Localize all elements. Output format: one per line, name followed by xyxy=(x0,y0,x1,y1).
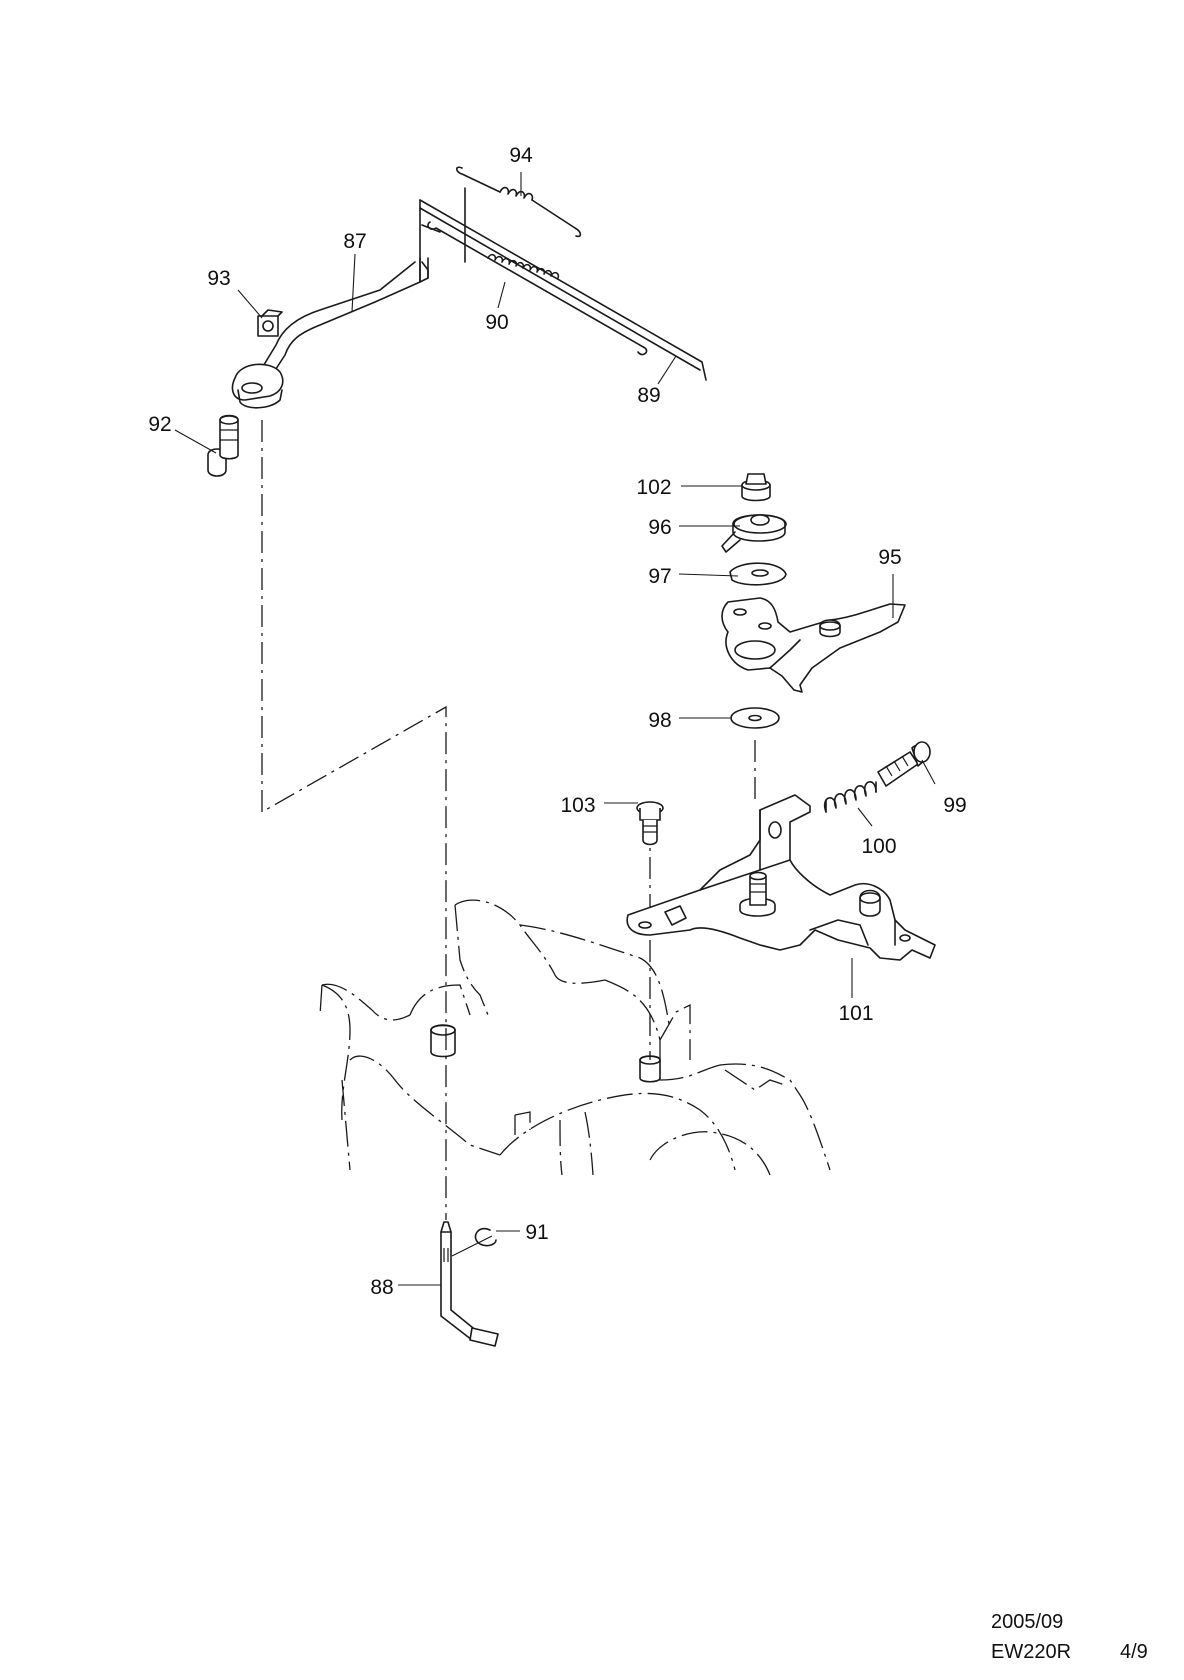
part-95-lever xyxy=(721,597,906,693)
part-92-pin xyxy=(207,414,239,477)
part-102-nut xyxy=(741,473,771,502)
callout-88: 88 xyxy=(370,1276,393,1299)
part-93-clip xyxy=(257,309,283,337)
part-94-spring xyxy=(455,166,582,238)
callout-103: 103 xyxy=(560,794,595,817)
callout-101: 101 xyxy=(838,1002,873,1025)
callout-leaders xyxy=(174,172,936,1286)
part-87-lever xyxy=(231,257,429,409)
part-91-clip xyxy=(474,1227,497,1247)
callout-102: 102 xyxy=(636,476,671,499)
callout-98: 98 xyxy=(648,709,671,732)
callout-91: 91 xyxy=(525,1221,548,1244)
part-96-cam xyxy=(721,514,787,553)
callout-100: 100 xyxy=(861,835,896,858)
part-89-rod xyxy=(419,187,707,381)
footer-date: 2005/09 xyxy=(991,1611,1064,1633)
part-99-bolt xyxy=(877,741,931,787)
callout-92: 92 xyxy=(148,413,171,436)
part-98-washer xyxy=(730,707,780,729)
part-88-shaft xyxy=(440,1221,499,1347)
callout-93: 93 xyxy=(207,267,230,290)
callout-87: 87 xyxy=(343,230,366,253)
footer-page: 4/9 xyxy=(1120,1641,1148,1663)
callout-96: 96 xyxy=(648,516,671,539)
footer-model: EW220R xyxy=(991,1641,1072,1663)
part-103-bolt xyxy=(636,801,664,846)
callout-99: 99 xyxy=(943,794,966,817)
part-101-bracket xyxy=(626,794,936,961)
callout-labels: 94 87 93 90 89 92 102 96 95 97 98 103 99… xyxy=(148,144,966,1299)
engine-block-outline xyxy=(319,899,831,1176)
part-100-spring xyxy=(823,781,877,813)
callout-94: 94 xyxy=(509,144,533,167)
callout-89: 89 xyxy=(637,384,660,407)
callout-90: 90 xyxy=(485,311,508,334)
part-97-washer xyxy=(729,562,787,586)
part-90-spring xyxy=(487,253,560,279)
callout-97: 97 xyxy=(648,565,671,588)
callout-95: 95 xyxy=(878,546,901,569)
